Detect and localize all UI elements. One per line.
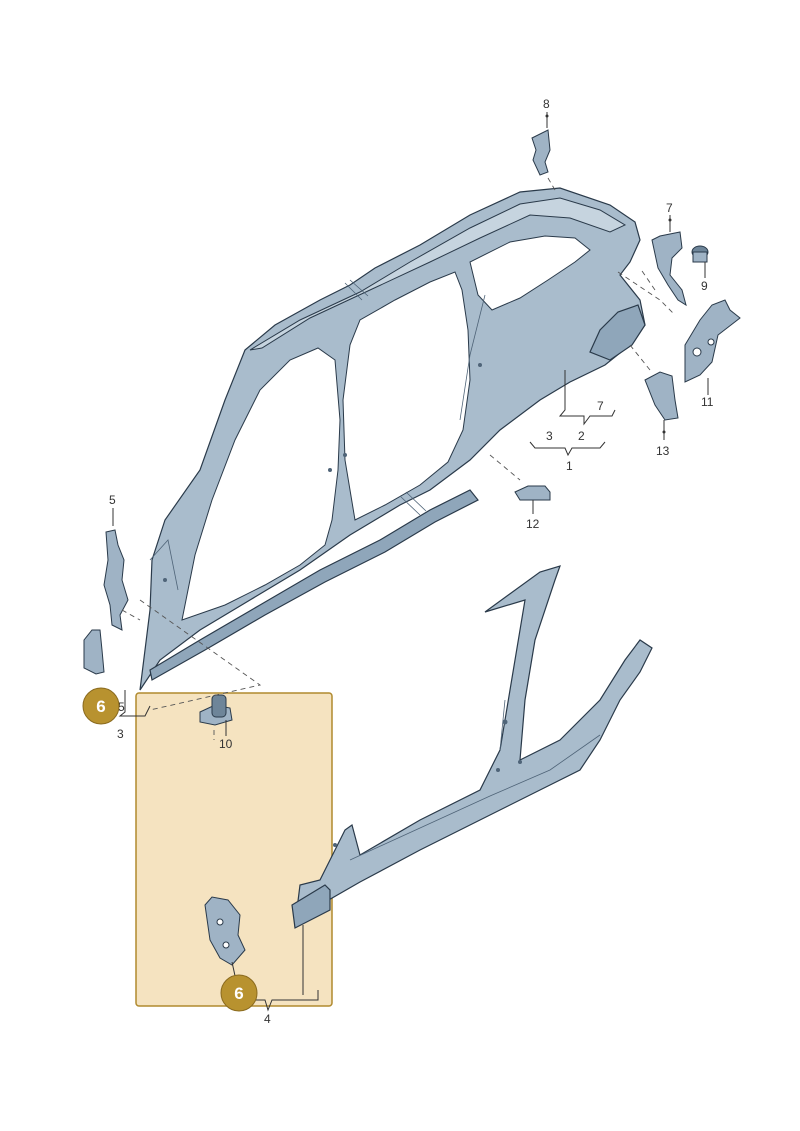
badge-6-lower: 6 xyxy=(220,974,258,1012)
part-8 xyxy=(531,129,551,176)
callout-5: 5 xyxy=(109,493,116,507)
callout-2: 2 xyxy=(578,429,585,443)
callout-7-brace: 7 xyxy=(597,399,604,413)
part-12 xyxy=(514,485,551,501)
callout-1: 1 xyxy=(566,459,573,473)
callout-11: 11 xyxy=(701,395,714,409)
callout-9: 9 xyxy=(701,279,708,293)
part-13 xyxy=(644,371,679,421)
part-7 xyxy=(651,231,687,307)
part-5 xyxy=(103,529,129,631)
part-3-upper xyxy=(83,629,105,675)
side-panel-assembly xyxy=(139,187,646,691)
part-9 xyxy=(691,245,709,263)
callout-7-top: 7 xyxy=(666,201,673,215)
callout-5-lower: 5 xyxy=(118,700,125,714)
sill-panel-part xyxy=(291,565,653,929)
part-lower-bracket xyxy=(204,896,246,966)
callout-10: 10 xyxy=(219,737,233,751)
badge-6-lower-label: 6 xyxy=(234,984,243,1003)
callout-3-lower: 3 xyxy=(117,727,124,741)
callout-12: 12 xyxy=(526,517,540,531)
callout-13: 13 xyxy=(656,444,670,458)
callout-3-brace: 3 xyxy=(546,429,553,443)
callout-4: 4 xyxy=(264,1012,271,1026)
callout-8: 8 xyxy=(543,97,550,111)
badge-6-upper-label: 6 xyxy=(96,697,105,716)
badge-6-upper: 6 xyxy=(82,687,120,725)
part-10 xyxy=(199,694,233,726)
